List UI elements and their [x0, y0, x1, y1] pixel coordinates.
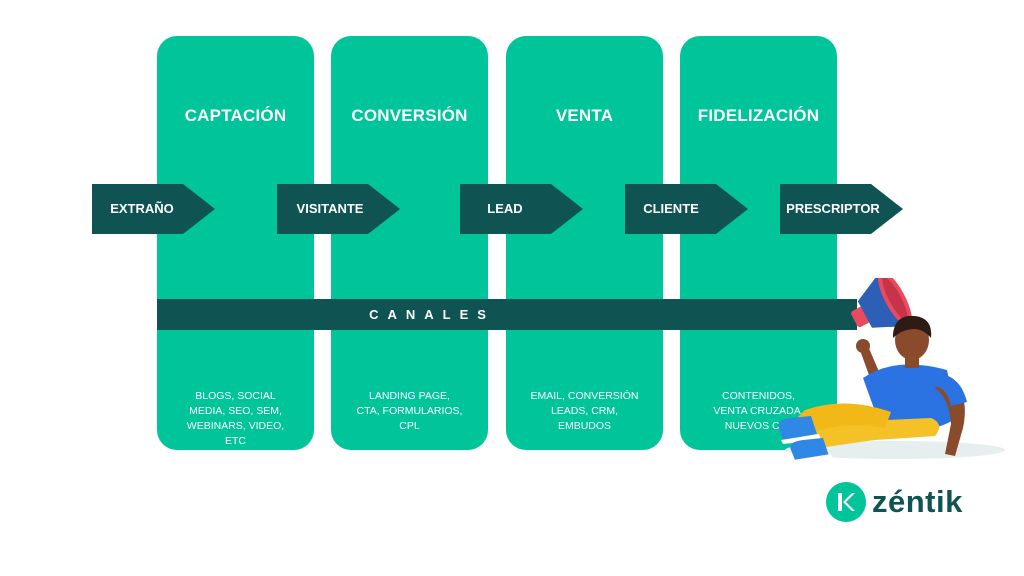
channel-line: BLOGS, SOCIAL	[195, 390, 276, 402]
channel-line: LANDING PAGE,	[369, 390, 450, 402]
channel-line: CPL	[399, 420, 420, 432]
channel-line: CONTENIDOS,	[722, 390, 795, 402]
logo-text: zéntik	[872, 484, 963, 519]
channel-line: CTA, FORMULARIOS,	[356, 405, 463, 417]
logo: zéntik	[826, 480, 976, 524]
column-venta: VENTA EMAIL, CONVERSIÓN LEADS, CRM, EMBU…	[506, 36, 663, 450]
channel-line: EMAIL, CONVERSIÓN	[530, 390, 639, 402]
stage-label-lead: LEAD	[487, 201, 523, 216]
column-title: FIDELIZACIÓN	[697, 106, 820, 125]
channel-line: NUEVOS CTA	[724, 420, 793, 432]
column-title: CAPTACIÓN	[184, 106, 287, 125]
stage-label-extrano: EXTRAÑO	[110, 201, 174, 216]
channel-line: WEBINARS, VIDEO,	[186, 420, 285, 432]
channel-line: EMBUDOS	[557, 420, 612, 432]
column-conversion: CONVERSIÓN LANDING PAGE, CTA, FORMULARIO…	[331, 36, 488, 450]
column-channels: EMAIL, CONVERSIÓN LEADS, CRM, EMBUDOS	[506, 389, 663, 434]
stage-label-cliente: CLIENTE	[643, 201, 699, 216]
column-title: CONVERSIÓN	[351, 106, 468, 125]
canales-label: CANALES	[369, 307, 495, 322]
canales-bar: CANALES	[157, 299, 857, 330]
column-fidelizacion: FIDELIZACIÓN CONTENIDOS, VENTA CRUZADA, …	[680, 36, 837, 450]
column-captacion: CAPTACIÓN BLOGS, SOCIAL MEDIA, SEO, SEM,…	[157, 36, 314, 450]
stage-label-prescriptor: PRESCRIPTOR	[786, 201, 880, 216]
zentik-logo-icon	[826, 482, 866, 522]
stage-label-visitante: VISITANTE	[296, 201, 364, 216]
channel-line: MEDIA, SEO, SEM,	[189, 405, 282, 417]
channel-line: ETC	[225, 435, 246, 447]
column-channels: LANDING PAGE, CTA, FORMULARIOS, CPL	[331, 389, 488, 434]
person-with-megaphone-icon	[778, 278, 1005, 464]
column-title: VENTA	[555, 106, 614, 125]
channel-line: VENTA CRUZADA,	[713, 405, 804, 417]
column-channels: CONTENIDOS, VENTA CRUZADA, NUEVOS CTA	[680, 389, 837, 434]
channel-line: LEADS, CRM,	[550, 405, 619, 417]
column-channels: BLOGS, SOCIAL MEDIA, SEO, SEM, WEBINARS,…	[157, 389, 314, 449]
